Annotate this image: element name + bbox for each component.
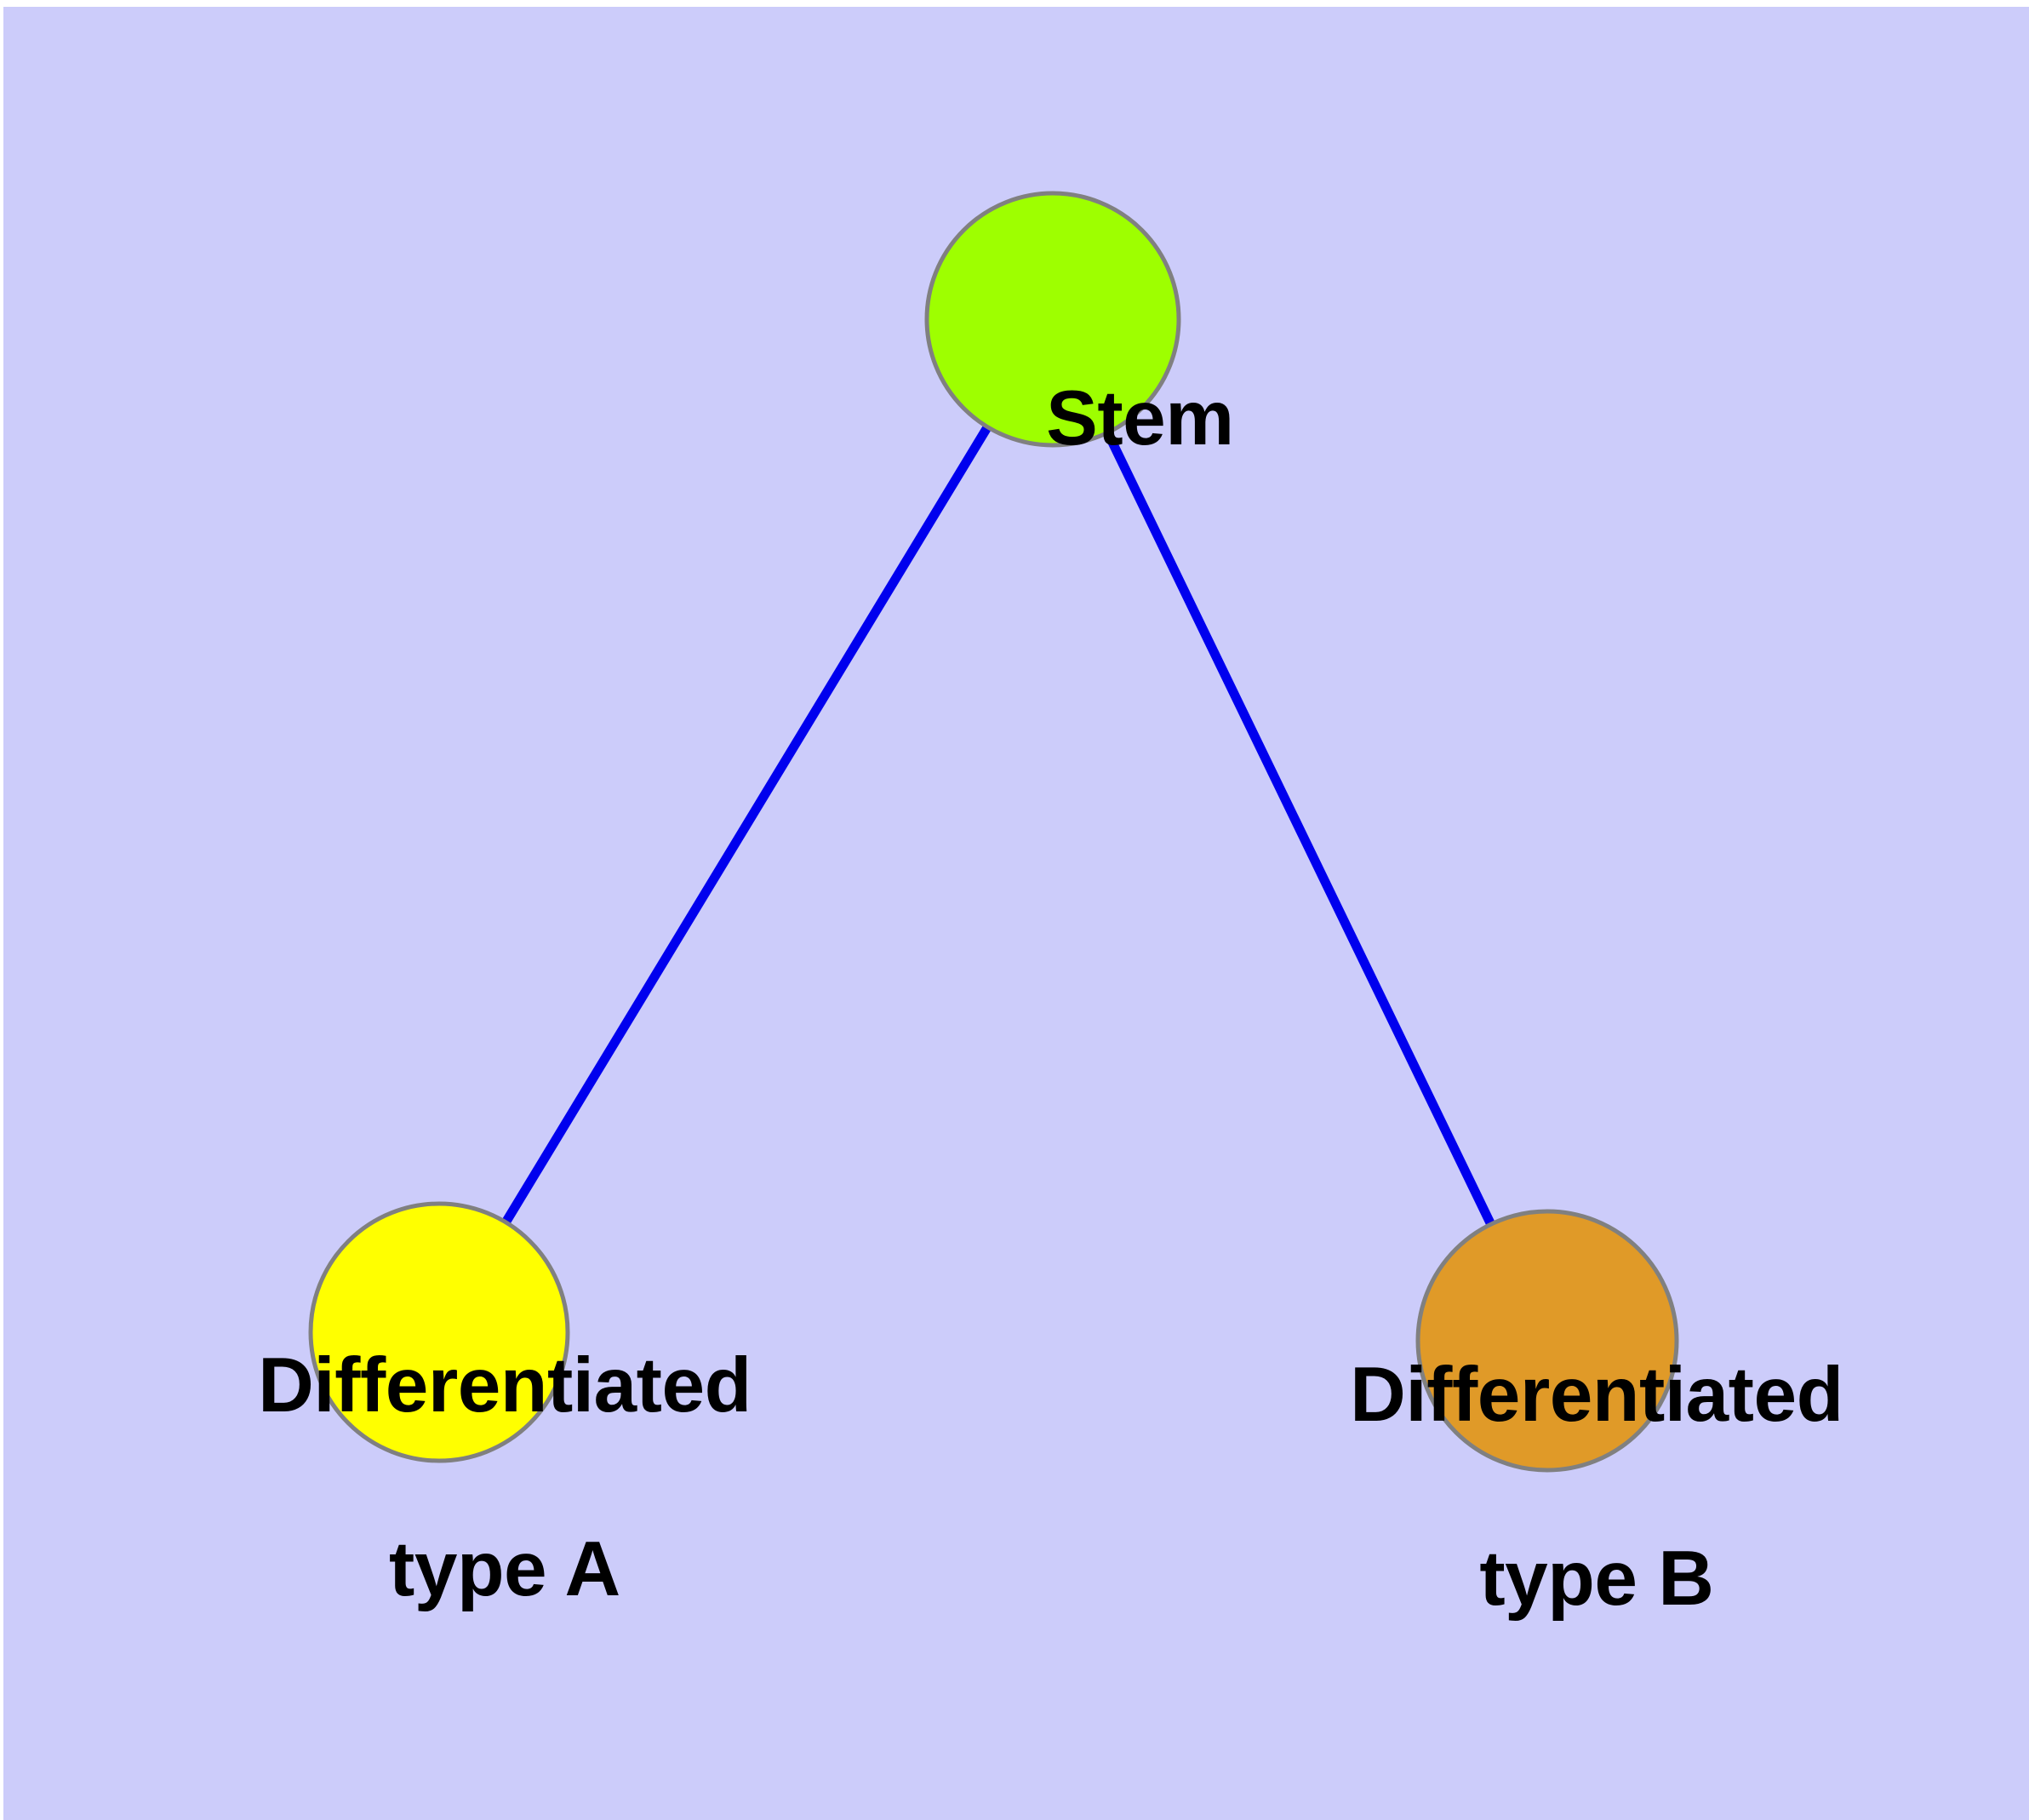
edge-stem-to-type-b — [1049, 317, 1552, 1343]
edge-stem-to-type-a — [435, 317, 1057, 1335]
node-differentiated-type-b[interactable] — [1415, 1209, 1679, 1473]
node-differentiated-type-a[interactable] — [308, 1201, 570, 1463]
edge-layer — [435, 317, 1552, 1343]
node-layer — [308, 191, 1679, 1473]
node-stem[interactable] — [924, 191, 1181, 448]
